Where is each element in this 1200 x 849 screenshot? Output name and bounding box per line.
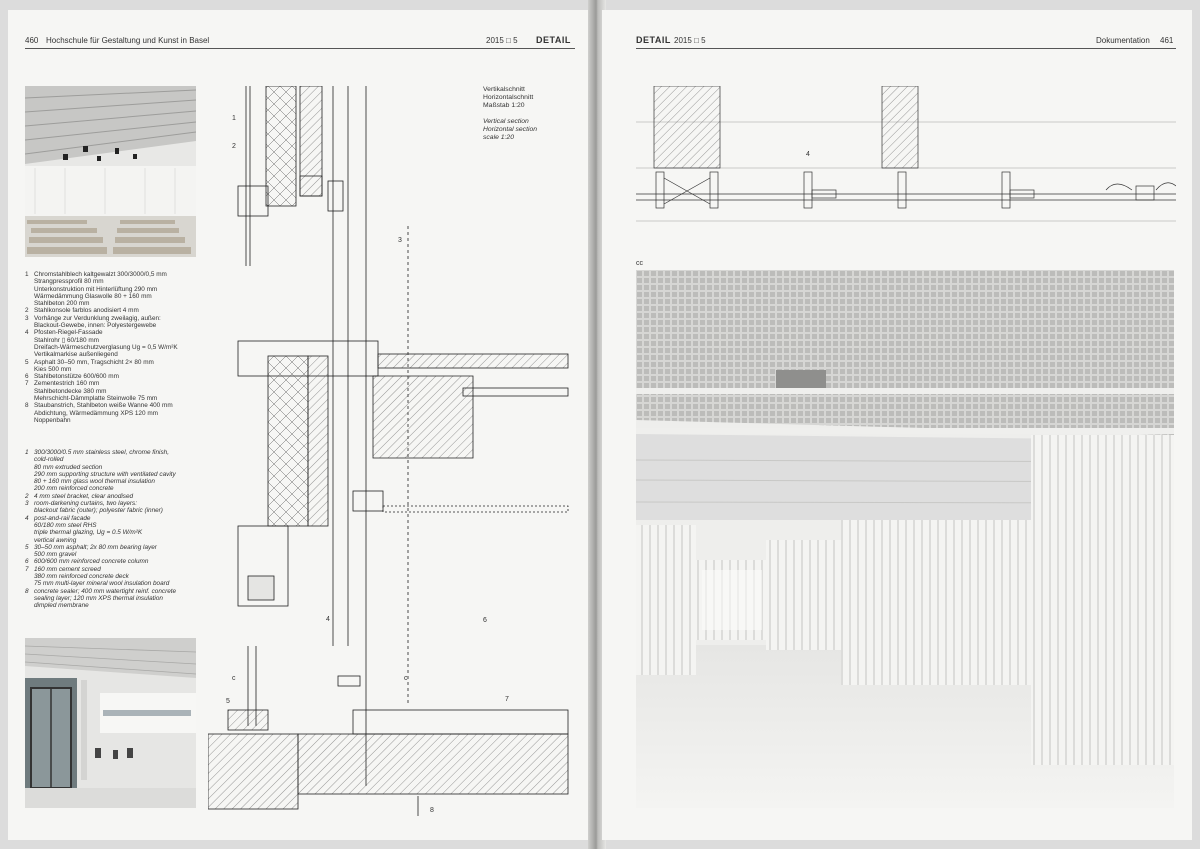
label-4: 4 — [326, 616, 330, 623]
label-7: 7 — [505, 696, 509, 703]
label-5: 5 — [226, 698, 230, 705]
running-title: Hochschule für Gestaltung und Kunst in B… — [46, 36, 210, 45]
horizontal-plan: 4 — [636, 85, 1177, 236]
label-2: 2 — [232, 143, 236, 150]
left-page: 460 Hochschule für Gestaltung und Kunst … — [8, 10, 592, 840]
right-page: DETAIL 2015 □ 5 Dokumentation 461 — [602, 10, 1192, 840]
book-gutter — [588, 0, 606, 849]
issue-right: 2015 □ 5 — [674, 36, 706, 45]
cut-mark-a: c — [232, 675, 236, 682]
section-mark: cc — [636, 260, 643, 267]
section-drawing: 1 2 3 4 5 6 7 8 c c — [207, 85, 578, 826]
plan-label-4: 4 — [806, 151, 810, 158]
label-3: 3 — [398, 237, 402, 244]
entrance-photo — [25, 638, 196, 808]
header-rule-left — [25, 48, 575, 49]
page-number-left: 460 — [25, 36, 39, 45]
issue-left: 2015 □ 5 — [486, 36, 518, 45]
auditorium-photo — [25, 86, 196, 257]
cut-mark-b: c — [404, 675, 408, 682]
page-number-right: 461 — [1160, 36, 1174, 45]
caption-german: Vertikalschnitt Horizontalschnitt Maßsta… — [483, 86, 534, 109]
label-6: 6 — [483, 617, 487, 624]
caption-english: Vertical section Horizontal section scal… — [483, 118, 538, 141]
brand-right: DETAIL — [636, 35, 671, 45]
header-rule-right — [636, 48, 1176, 49]
section-title: Dokumentation — [1096, 36, 1150, 45]
brand-left: DETAIL — [536, 35, 571, 45]
label-1: 1 — [232, 115, 236, 122]
label-8: 8 — [430, 807, 434, 814]
interior-photo — [636, 270, 1174, 808]
